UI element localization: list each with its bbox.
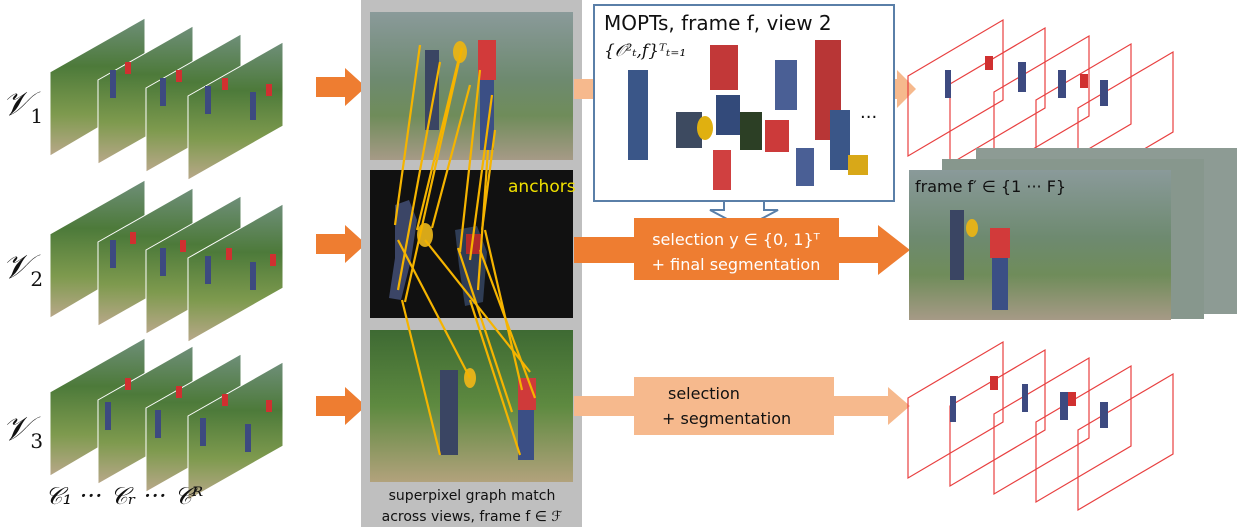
mopts-ellipsis: ... <box>860 102 877 123</box>
arrow-view1 <box>316 68 366 106</box>
match-lines <box>393 44 537 456</box>
selection-final-box <box>634 218 839 280</box>
arrow-view2 <box>316 225 366 263</box>
final-segmentation-frames <box>909 148 1237 320</box>
match-image-view1 <box>370 12 573 160</box>
selection-plain-line2: + segmentation <box>662 409 791 428</box>
view-label-2: 𝒱2 <box>2 247 43 291</box>
center-caption-line1: superpixel graph match <box>389 488 556 504</box>
mopts-title: MOPTs, frame f, view 2 <box>604 11 832 35</box>
center-caption-line2: across views, frame f ∈ ℱ <box>382 509 563 525</box>
view-stack-3 <box>49 337 284 501</box>
selection-plain-line1: selection <box>668 384 740 403</box>
output-figures-3 <box>950 376 1108 428</box>
frame-label: frame f′ ∈ {1 ··· F} <box>915 177 1066 196</box>
camera-range-label: 𝒞₁ ··· 𝒞ᵣ ··· 𝒞ᴿ <box>45 482 203 510</box>
output-figures-1 <box>945 56 1108 106</box>
selection-final-line1: selection y ∈ {0, 1}ᵀ <box>652 230 820 249</box>
selection-final-line2: + final segmentation <box>652 255 821 274</box>
output-stack-3 <box>907 340 1174 512</box>
arrow-light-top-left <box>574 79 598 99</box>
match-image-view3 <box>370 330 573 482</box>
view-label-3: 𝒱3 <box>2 409 43 453</box>
arrow-view3 <box>316 387 366 425</box>
anchors-label: anchors <box>508 177 576 197</box>
selection-plain-box <box>634 377 834 435</box>
view-stack-1 <box>49 17 284 181</box>
mopts-formula: {𝒪²ₜ,f}ᵀₜ₌₁ <box>604 41 686 61</box>
view-stack-2 <box>49 179 284 343</box>
view-label-1: 𝒱1 <box>2 84 43 128</box>
mopts-tracklets <box>628 40 868 190</box>
